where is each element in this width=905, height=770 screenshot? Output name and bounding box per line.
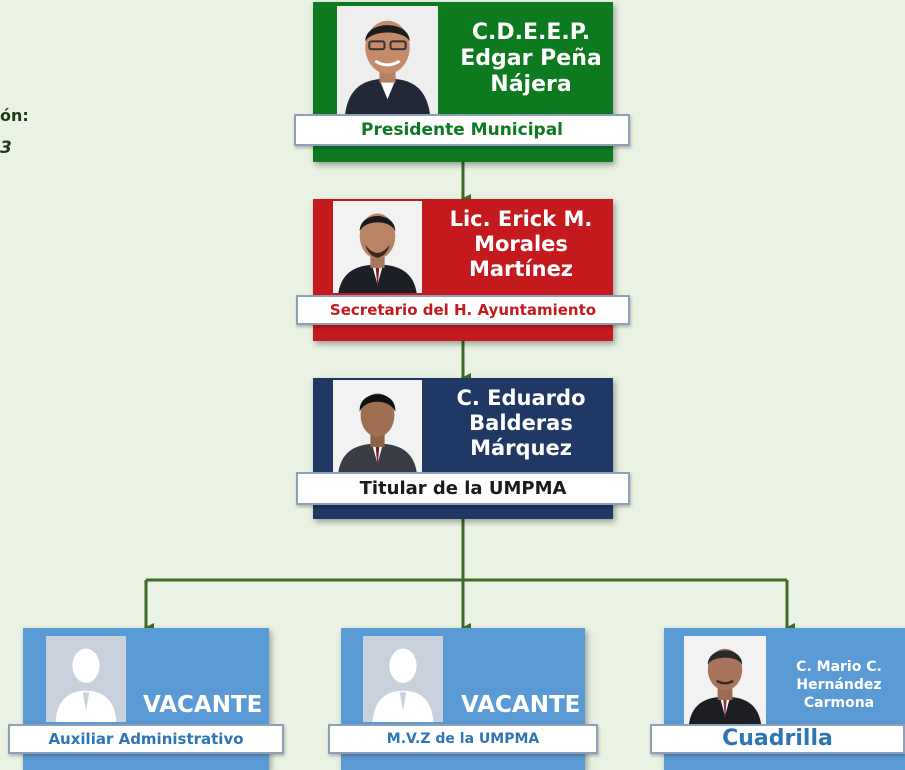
- position-title: Titular de la UMPMA: [296, 472, 630, 505]
- position-title: Presidente Municipal: [294, 114, 630, 146]
- person-name: C.D.E.E.P. Edgar Peña Nájera: [460, 20, 602, 97]
- node-auxiliar: VACANTE Auxiliar Administrativo: [8, 628, 284, 770]
- person-silhouette-icon: [363, 636, 443, 722]
- portrait-photo: [333, 201, 422, 293]
- node-mvz: VACANTE M.V.Z de la UMPMA: [328, 628, 598, 770]
- node-presidente: C.D.E.E.P. Edgar Peña Nájera Presidente …: [294, 2, 630, 162]
- person-name: C. Eduardo Balderas Márquez: [456, 386, 586, 460]
- position-title: Auxiliar Administrativo: [8, 724, 284, 754]
- vacancy-status: VACANTE: [461, 692, 581, 718]
- portrait-photo: [337, 6, 438, 114]
- position-title: Secretario del H. Ayuntamiento: [296, 295, 630, 325]
- node-cuadrilla: C. Mario C. Hernández Carmona Cuadrilla: [650, 628, 905, 770]
- position-title: M.V.Z de la UMPMA: [328, 724, 598, 754]
- person-name: C. Mario C. Hernández Carmona: [796, 659, 882, 712]
- vacancy-status: VACANTE: [143, 692, 263, 718]
- node-secretario: Lic. Erick M. Morales Martínez Secretari…: [296, 199, 630, 341]
- node-titular: C. Eduardo Balderas Márquez Titular de l…: [296, 378, 630, 519]
- edge-text-fragment: ón:: [0, 106, 29, 125]
- person-silhouette-icon: [46, 636, 126, 722]
- position-title: Cuadrilla: [650, 724, 905, 754]
- portrait-photo: [333, 380, 422, 472]
- edge-text-fragment: 3: [0, 138, 12, 158]
- person-name: Lic. Erick M. Morales Martínez: [449, 207, 593, 281]
- portrait-photo: [684, 636, 766, 724]
